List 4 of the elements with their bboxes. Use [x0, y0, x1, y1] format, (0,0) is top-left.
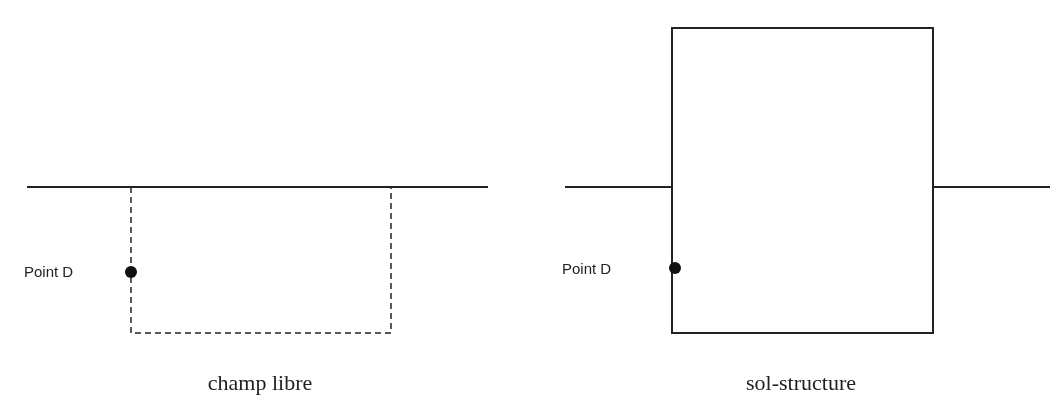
point-label: Point D: [562, 259, 612, 277]
point-label: Point D: [24, 262, 74, 280]
caption: champ libre: [207, 370, 313, 396]
caption: sol-structure: [746, 370, 856, 396]
